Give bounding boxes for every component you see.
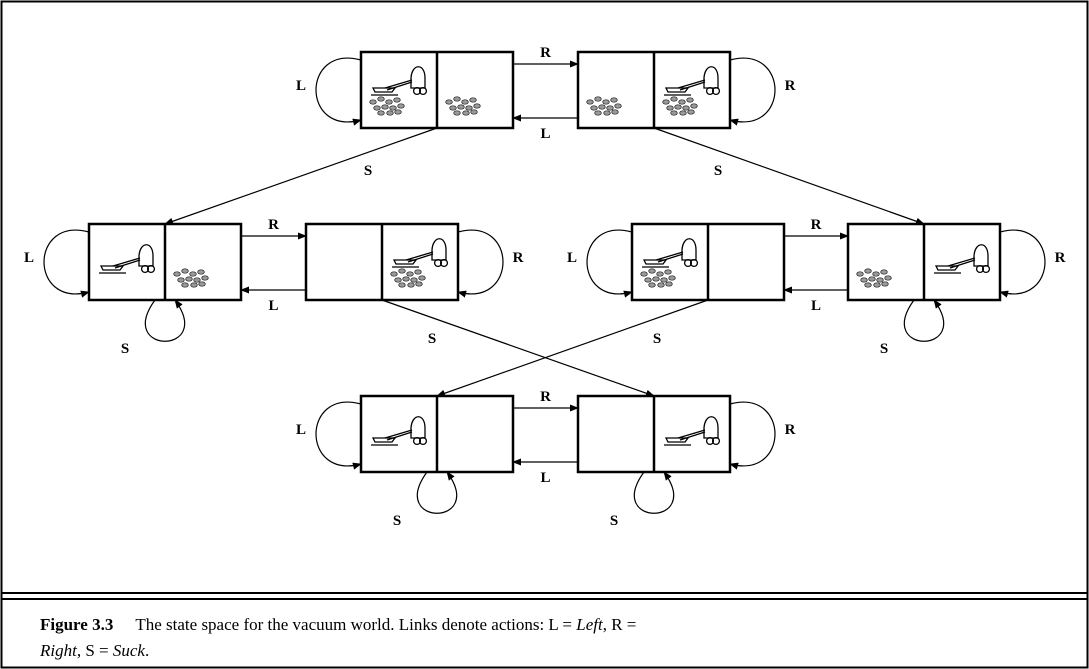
state-box-s8 bbox=[576, 394, 732, 474]
dirt-icon bbox=[640, 268, 676, 288]
self-loop-label-right: R bbox=[785, 78, 796, 94]
state-box-s6 bbox=[846, 222, 1002, 302]
caption-left-word: Left bbox=[576, 615, 603, 634]
edge-label-suck: S bbox=[653, 331, 661, 347]
self-loop-label-right: R bbox=[785, 422, 796, 438]
self-loop-right-s2 bbox=[729, 57, 776, 126]
edge-s2-s6-suck bbox=[653, 127, 925, 225]
state-boxes bbox=[87, 50, 1002, 474]
state-box-s7 bbox=[359, 394, 515, 474]
state-box-s1 bbox=[359, 50, 515, 130]
edge-label-right: R bbox=[811, 217, 822, 233]
figure-caption: Figure 3.3 The state space for the vacuum… bbox=[40, 612, 1050, 664]
self-loop-label-left: L bbox=[296, 422, 306, 438]
vacuum-icon bbox=[664, 416, 721, 446]
caption-text-3: , S = bbox=[76, 641, 113, 660]
self-loop-label-suck: S bbox=[610, 513, 618, 529]
dirt-icon bbox=[586, 96, 622, 116]
vacuum-icon bbox=[392, 238, 449, 268]
dirt-icon bbox=[445, 96, 481, 116]
caption-text-2: , R = bbox=[602, 615, 637, 634]
caption-suck-word: Suck bbox=[112, 641, 145, 660]
state-box-s2 bbox=[576, 50, 732, 130]
self-loop-suck-s7 bbox=[416, 471, 458, 514]
dirt-icon bbox=[369, 96, 405, 116]
self-loop-label-left: L bbox=[24, 250, 34, 266]
dirt-icon bbox=[856, 268, 892, 288]
self-loop-label-right: R bbox=[513, 250, 524, 266]
vacuum-icon bbox=[664, 66, 721, 96]
edge-label-right: R bbox=[540, 45, 551, 61]
caption-text-4: . bbox=[144, 641, 150, 660]
edge-label-suck: S bbox=[428, 331, 436, 347]
edge-label-suck: S bbox=[714, 163, 722, 179]
self-loop-right-s4 bbox=[457, 229, 504, 298]
edge-label-left: L bbox=[540, 470, 550, 486]
edge-s4-s8-suck bbox=[381, 299, 655, 397]
edge-s1-s3-suck bbox=[164, 127, 438, 225]
caption-text-1: The state space for the vacuum world. Li… bbox=[135, 615, 577, 634]
self-loop-label-suck: S bbox=[121, 341, 129, 357]
self-loop-label-left: L bbox=[296, 78, 306, 94]
transition-edges: R L R L R L R L L L L L R R R R S S S S S S S S bbox=[24, 45, 1066, 529]
self-loop-left-s5 bbox=[586, 229, 633, 298]
state-box-s5 bbox=[630, 222, 786, 302]
self-loop-label-right: R bbox=[1055, 250, 1066, 266]
figure-number: Figure 3.3 bbox=[40, 615, 114, 634]
self-loop-left-s1 bbox=[315, 57, 362, 126]
edge-label-right: R bbox=[268, 217, 279, 233]
vacuum-icon bbox=[99, 244, 156, 274]
self-loop-suck-s3 bbox=[144, 299, 186, 342]
state-box-s4 bbox=[304, 222, 460, 302]
edge-label-left: L bbox=[811, 298, 821, 314]
self-loop-right-s8 bbox=[729, 401, 776, 470]
self-loop-label-left: L bbox=[567, 250, 577, 266]
self-loop-left-s3 bbox=[43, 229, 90, 298]
self-loop-suck-s6 bbox=[903, 299, 945, 342]
edge-label-left: L bbox=[540, 126, 550, 142]
self-loop-right-s6 bbox=[999, 229, 1046, 298]
self-loop-suck-s8 bbox=[633, 471, 675, 514]
dirt-icon bbox=[173, 268, 209, 288]
vacuum-icon bbox=[642, 238, 699, 268]
dirt-icon bbox=[662, 96, 698, 116]
caption-right-word: Right bbox=[40, 641, 77, 660]
dirt-icon bbox=[390, 268, 426, 288]
edge-label-right: R bbox=[540, 389, 551, 405]
self-loop-label-suck: S bbox=[880, 341, 888, 357]
edge-s5-s7-suck bbox=[436, 299, 709, 397]
state-box-s3 bbox=[87, 222, 243, 302]
vacuum-icon bbox=[371, 416, 428, 446]
self-loop-label-suck: S bbox=[393, 513, 401, 529]
vacuum-icon bbox=[371, 66, 428, 96]
vacuum-icon bbox=[934, 244, 991, 274]
self-loop-left-s7 bbox=[315, 401, 362, 470]
edge-label-suck: S bbox=[364, 163, 372, 179]
edge-label-left: L bbox=[268, 298, 278, 314]
